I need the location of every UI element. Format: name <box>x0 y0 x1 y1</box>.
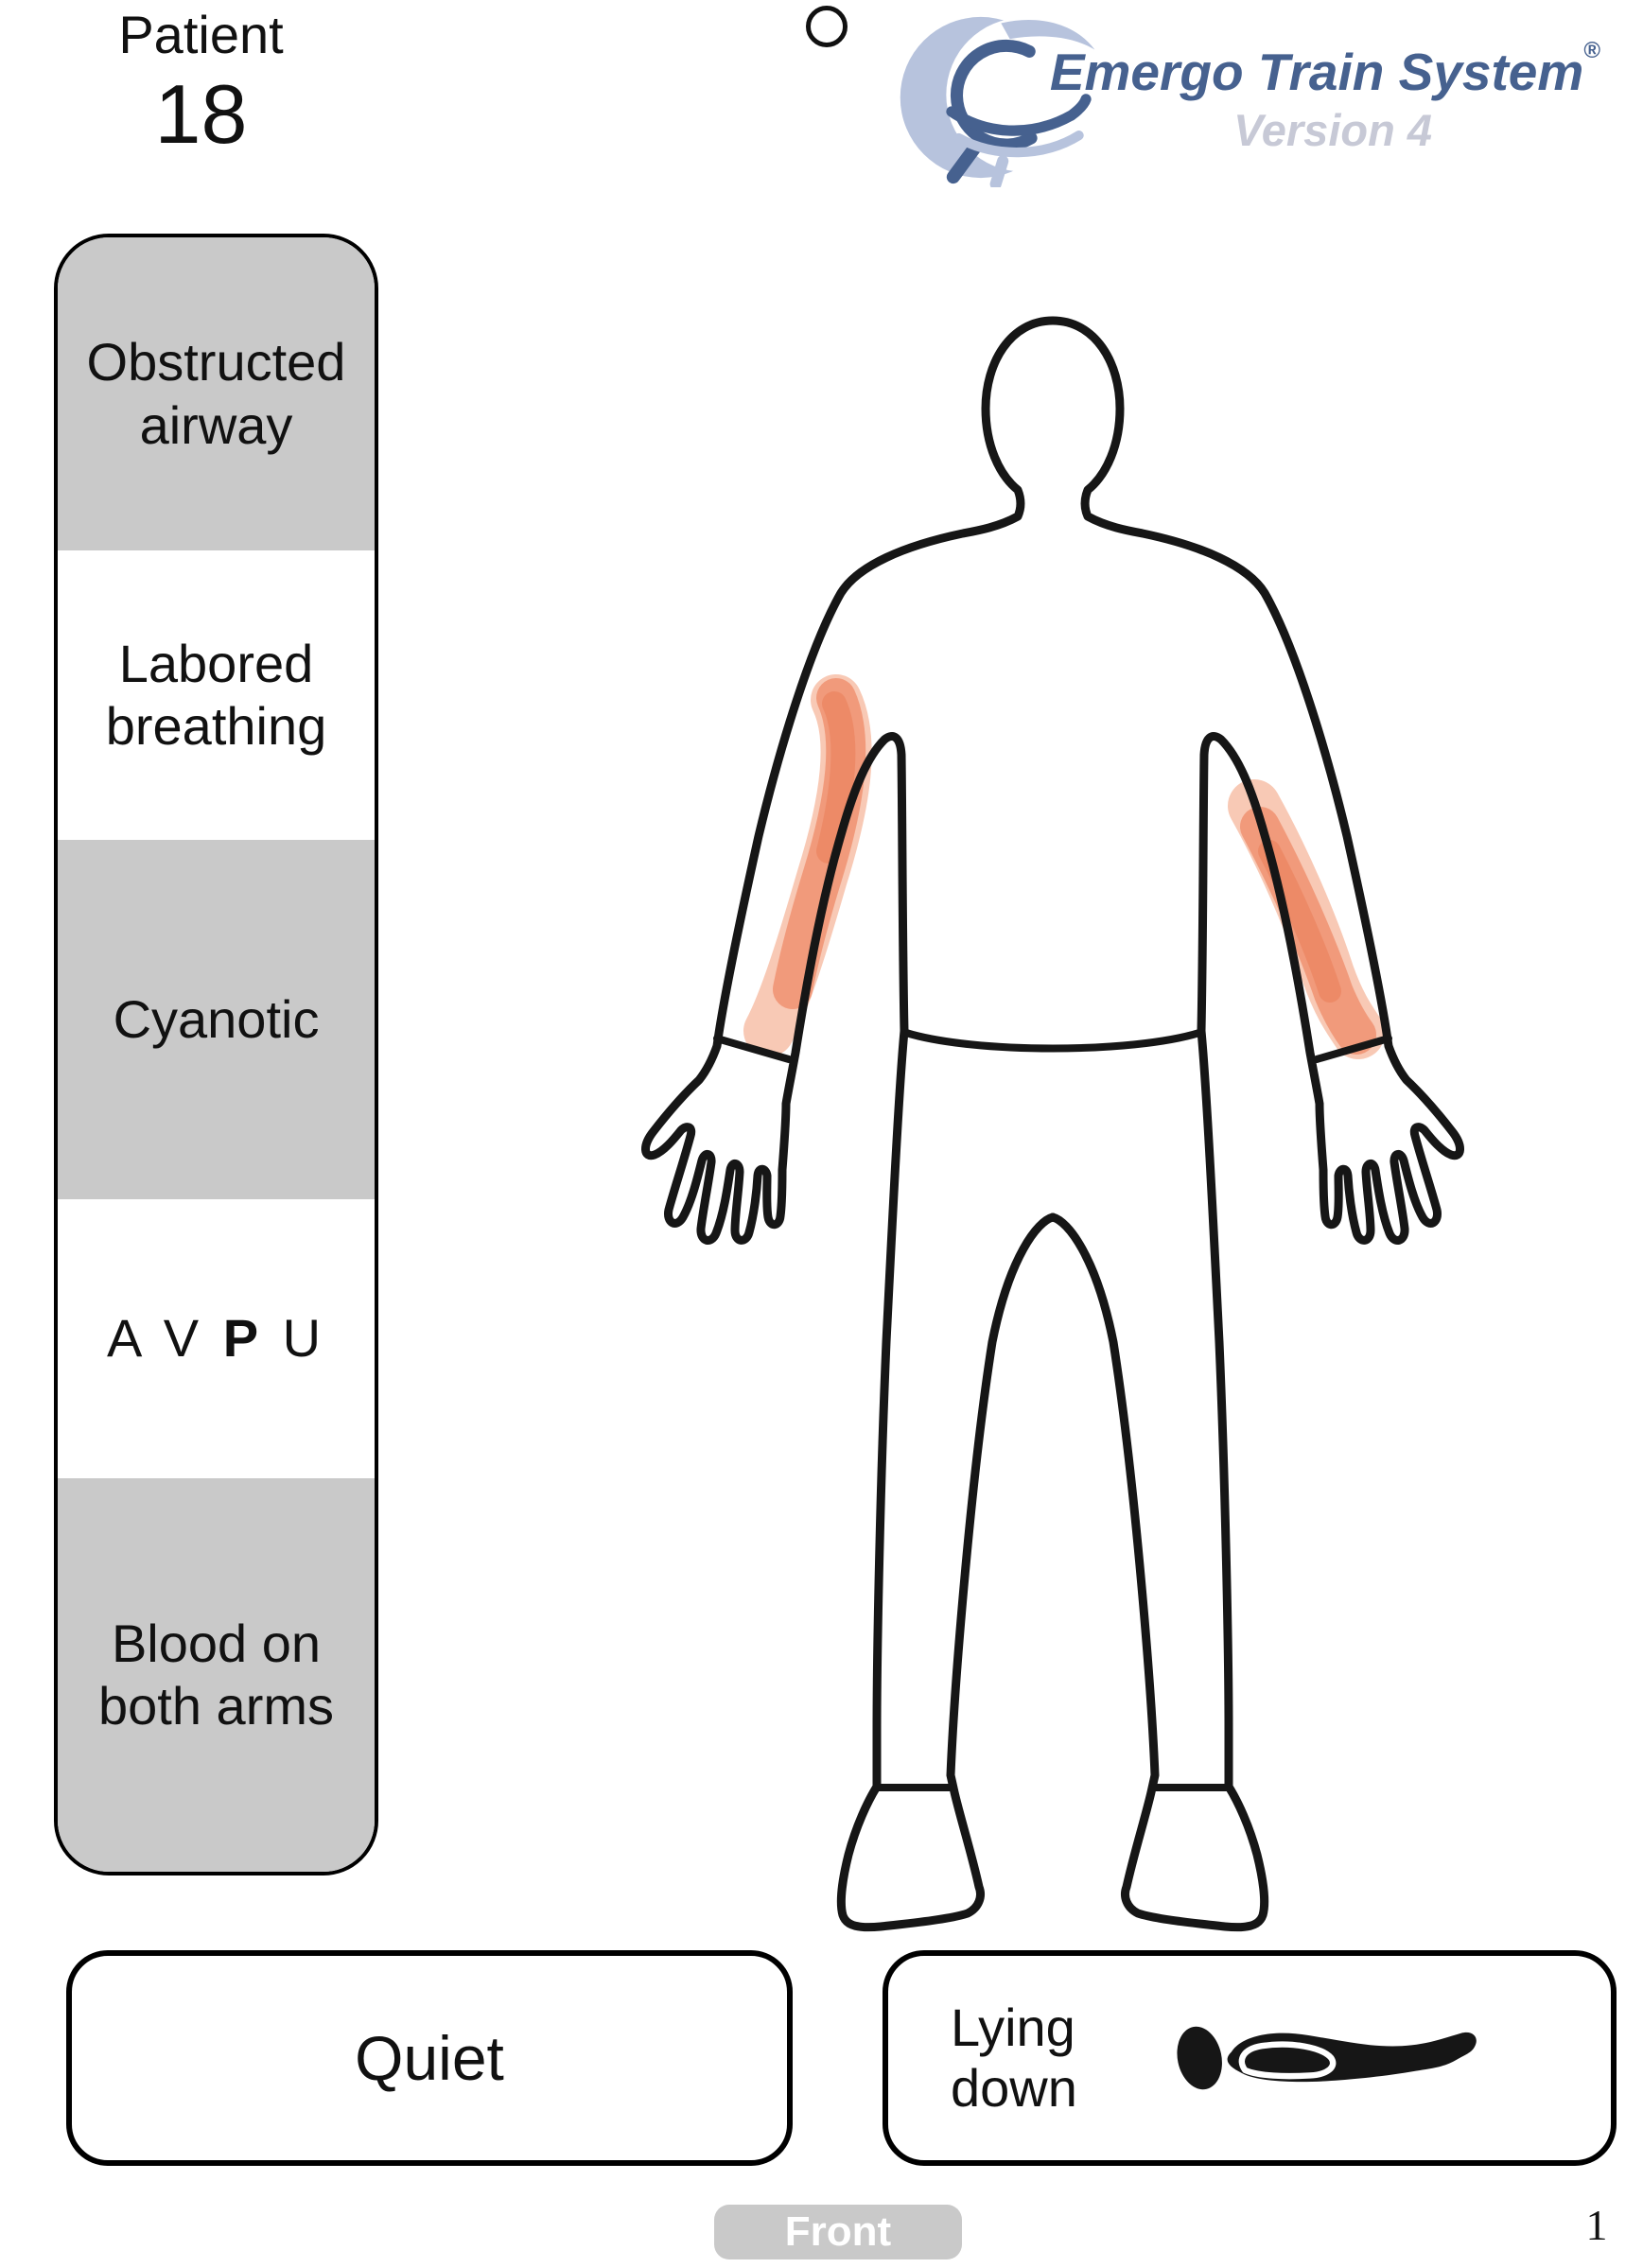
posture-status-box: Lying down <box>883 1950 1617 2166</box>
page-number: 1 <box>1585 2201 1608 2249</box>
body-right-half-fill <box>1053 321 1460 1928</box>
logo-version: Version 4 <box>1233 105 1432 155</box>
symptom-airway: Obstructed airway <box>58 237 375 550</box>
voice-status-box: Quiet <box>66 1950 793 2166</box>
voice-status-label: Quiet <box>355 2023 504 2093</box>
registered-mark: ® <box>1583 38 1600 63</box>
avpu-pre: A V <box>106 1308 223 1369</box>
patient-header: Patient 18 <box>38 5 364 161</box>
punch-hole-circle <box>806 6 848 47</box>
globe-magnifier-icon <box>900 16 1100 187</box>
left-wrist-cuff-line <box>713 1035 793 1063</box>
posture-status-label: Lying down <box>951 1997 1077 2118</box>
right-wrist-cuff-line <box>1313 1035 1392 1063</box>
body-left-half-fill <box>645 321 1053 1928</box>
symptom-circulation: Cyanotic <box>58 840 375 1199</box>
patient-label: Patient <box>118 5 284 64</box>
symptom-breathing: Labored breathing <box>105 633 327 756</box>
patient-number: 18 <box>154 66 248 161</box>
waist-seam-line <box>902 1029 1203 1053</box>
symptom-injury: Blood on both arms <box>58 1478 375 1872</box>
avpu-post: U <box>263 1308 326 1369</box>
avpu-selected-letter: P <box>222 1308 264 1369</box>
blood-left-arm <box>743 674 872 1056</box>
logo-text: Emergo Train System® Version 4 <box>1022 38 1600 156</box>
logo: Emergo Train System® Version 4 <box>889 0 1608 189</box>
symptom-avpu: A V P U <box>58 1199 375 1478</box>
view-side-tab: Front <box>714 2205 962 2259</box>
lying-person-icon <box>1177 2026 1477 2090</box>
symptoms-panel: Obstructed airway Labored breathing Cyan… <box>54 234 378 1875</box>
logo-title: Emergo Train System® <box>1049 38 1600 101</box>
